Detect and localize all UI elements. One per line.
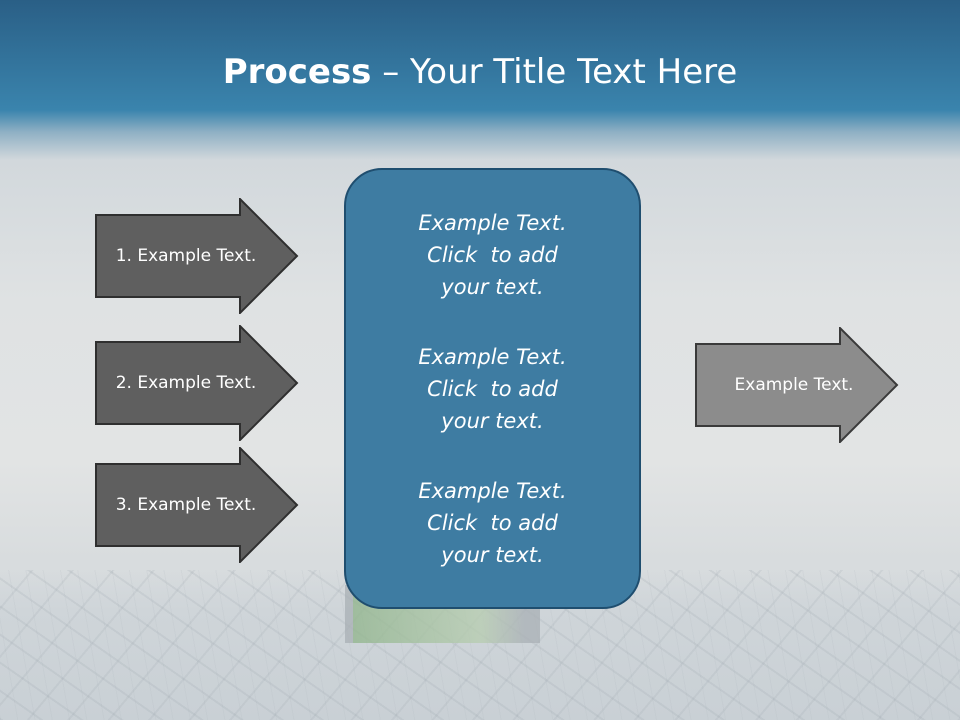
- arrow-shape-icon: [95, 325, 299, 441]
- arrow-label: 3. Example Text.: [115, 495, 257, 515]
- text-block-3[interactable]: Example Text. Click to add your text.: [363, 475, 623, 571]
- slide-title[interactable]: Process – Your Title Text Here: [0, 52, 960, 92]
- text-line: Click to add: [427, 242, 558, 267]
- arrow-label: 2. Example Text.: [115, 373, 257, 393]
- text-block-1[interactable]: Example Text. Click to add your text.: [363, 207, 623, 303]
- arrow-shape-icon: [95, 447, 299, 563]
- title-rest: – Your Title Text Here: [371, 52, 738, 92]
- center-text-box[interactable]: Example Text. Click to add your text. Ex…: [344, 168, 641, 609]
- text-line: Click to add: [427, 510, 558, 535]
- process-arrow-2[interactable]: 2. Example Text.: [95, 325, 299, 441]
- arrow-shape-icon: [95, 198, 299, 314]
- text-block-2[interactable]: Example Text. Click to add your text.: [363, 341, 623, 437]
- process-arrow-1[interactable]: 1. Example Text.: [95, 198, 299, 314]
- text-line: Example Text.: [418, 344, 567, 369]
- text-line: Example Text.: [418, 210, 567, 235]
- title-bold: Process: [222, 52, 372, 92]
- output-arrow[interactable]: Example Text.: [695, 327, 899, 443]
- text-line: your text.: [441, 274, 544, 299]
- process-arrow-3[interactable]: 3. Example Text.: [95, 447, 299, 563]
- text-line: Click to add: [427, 376, 558, 401]
- arrow-shape-icon: [695, 327, 899, 443]
- arrow-label: 1. Example Text.: [115, 246, 257, 266]
- text-line: Example Text.: [418, 478, 567, 503]
- arrow-label: Example Text.: [734, 375, 854, 395]
- text-line: your text.: [441, 408, 544, 433]
- text-line: your text.: [441, 542, 544, 567]
